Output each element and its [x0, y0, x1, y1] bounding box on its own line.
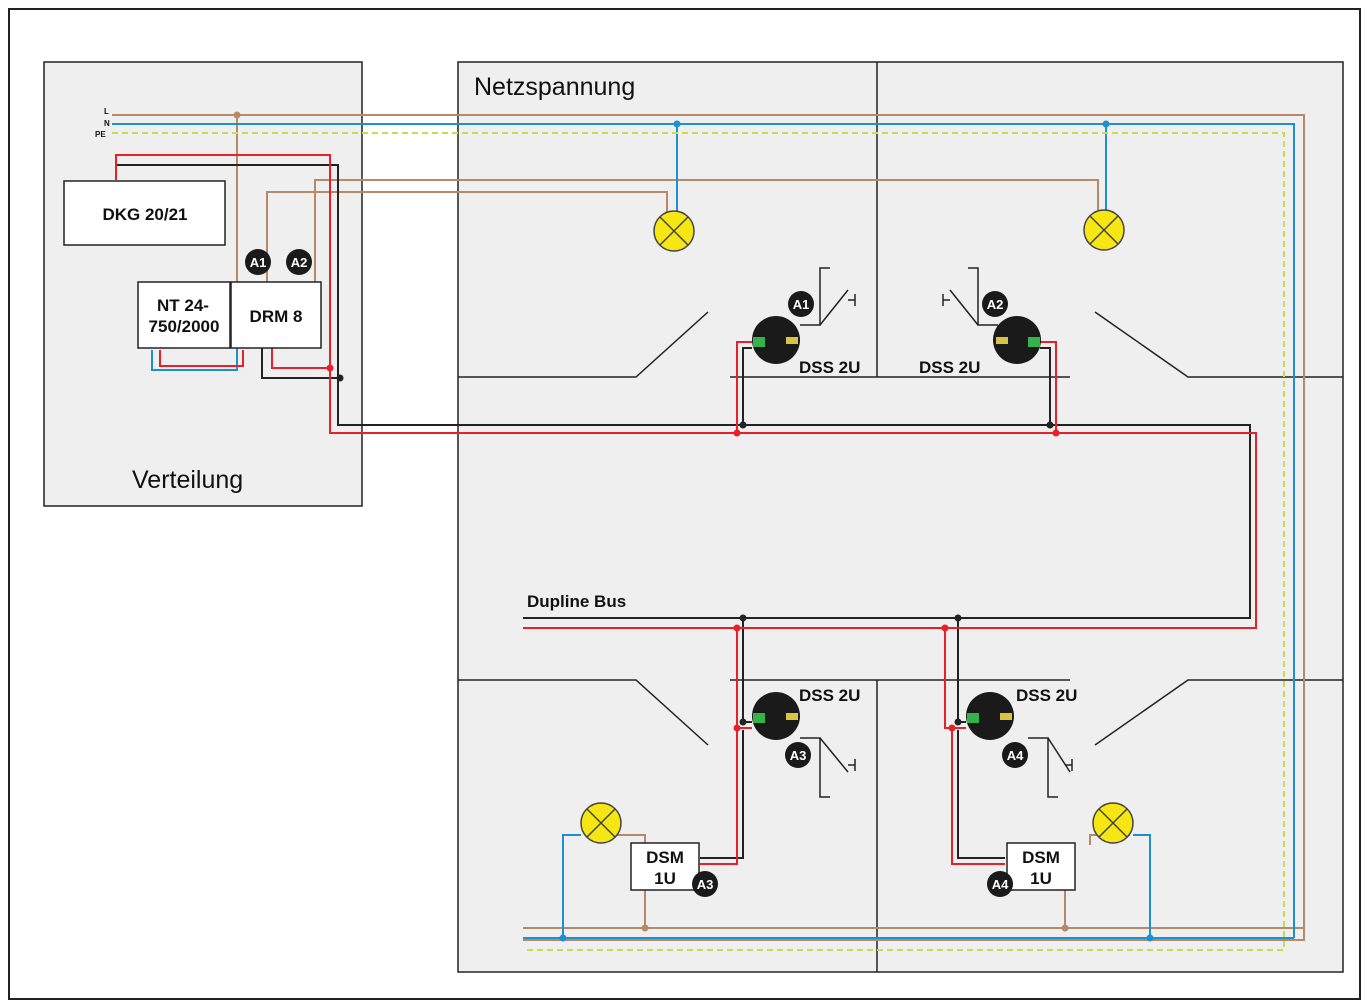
lamp-icon	[1083, 209, 1125, 251]
dsm3-label-line1: DSM	[646, 848, 684, 867]
marker-a4-dss: A4	[1002, 742, 1028, 768]
dsm3-label-line2: 1U	[654, 869, 676, 888]
svg-text:A2: A2	[987, 297, 1004, 312]
svg-text:A1: A1	[793, 297, 810, 312]
conductor-l-label: L	[104, 107, 109, 116]
dsm3-box	[630, 842, 700, 891]
svg-text:A3: A3	[790, 748, 807, 763]
marker-a2-drm: A2	[286, 249, 312, 275]
dss3-label: DSS 2U	[799, 686, 860, 705]
switch-icon	[1028, 737, 1073, 798]
marker-a2-dss: A2	[982, 291, 1008, 317]
marker-a4-dsm: A4	[987, 871, 1013, 897]
switch-icon	[800, 737, 856, 798]
junction-dots	[233, 111, 1154, 942]
lamp-icon	[1092, 802, 1134, 844]
svg-text:A4: A4	[1007, 748, 1024, 763]
marker-a1-dss: A1	[788, 291, 814, 317]
bus-plus-wire	[115, 154, 1257, 865]
lamp-icon	[653, 210, 695, 252]
dkg-box	[63, 180, 226, 246]
dsm4-label-line2: 1U	[1030, 869, 1052, 888]
dss-module-icon	[993, 316, 1041, 364]
nt-box	[137, 281, 231, 349]
marker-a1-drm: A1	[245, 249, 271, 275]
svg-text:A2: A2	[291, 255, 308, 270]
dss-module-icon	[752, 316, 800, 364]
conductor-n-label: N	[104, 119, 110, 128]
dsm4-box	[1006, 842, 1076, 891]
mains-zone-label: Netzspannung	[474, 73, 635, 101]
nt-label-line2: 750/2000	[149, 317, 220, 336]
svg-text:A1: A1	[250, 255, 267, 270]
nt-label-line1: NT 24-	[157, 296, 209, 315]
dss4-label: DSS 2U	[1016, 686, 1077, 705]
svg-text:A3: A3	[697, 877, 714, 892]
svg-text:A4: A4	[992, 877, 1009, 892]
dss1-label: DSS 2U	[799, 358, 860, 377]
marker-a3-dss: A3	[785, 742, 811, 768]
bus-label: Dupline Bus	[527, 592, 626, 611]
distribution-zone-label: Verteilung	[132, 466, 243, 494]
switch-icon	[942, 267, 998, 326]
dss-module-icon	[752, 692, 800, 740]
drm-box	[230, 281, 322, 349]
pe-conductor	[112, 132, 1285, 951]
dkg-label: DKG 20/21	[102, 205, 187, 224]
dss-module-icon	[966, 692, 1014, 740]
dss2-label: DSS 2U	[919, 358, 980, 377]
dsm4-label-line1: DSM	[1022, 848, 1060, 867]
switch-icon	[800, 267, 856, 326]
marker-a3-dsm: A3	[692, 871, 718, 897]
lamp-icon	[580, 802, 622, 844]
drm-label: DRM 8	[250, 307, 303, 326]
conductor-pe-label: PE	[95, 130, 106, 139]
l-conductor	[112, 114, 1305, 941]
